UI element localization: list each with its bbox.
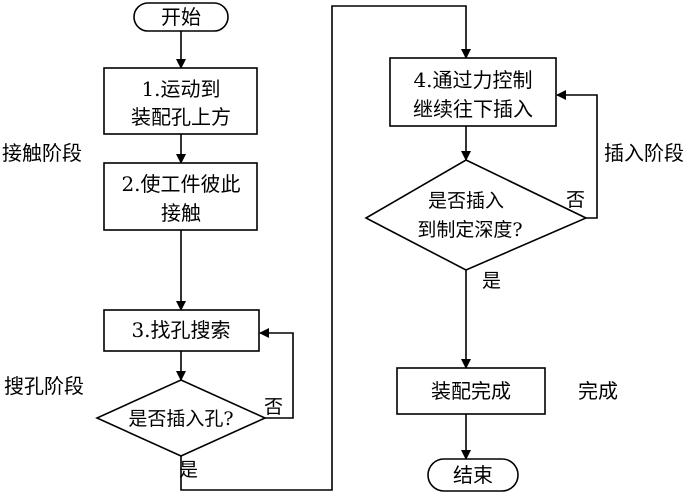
step3-box: 3.找孔搜索 <box>103 309 260 352</box>
connector-decision2-no-loop <box>556 90 598 219</box>
end-node: 结束 <box>427 458 519 492</box>
assembly-done-label: 装配完成 <box>431 379 511 403</box>
stage-search-label: 搜孔阶段 <box>4 374 84 398</box>
step4-label-line1: 4.通过力控制 <box>413 68 532 92</box>
step2-label-line1: 2.使工件彼此 <box>121 172 240 196</box>
decision1-no-label: 否 <box>264 396 283 418</box>
step4-label-line2: 继续往下插入 <box>413 97 533 121</box>
decision1-diamond: 是否插入孔? <box>95 379 267 457</box>
stage-complete-label: 完成 <box>578 379 618 403</box>
decision2-label-line1: 是否插入 <box>428 190 504 212</box>
start-node: 开始 <box>133 2 229 32</box>
assembly-done-box: 装配完成 <box>396 367 546 415</box>
step2-label-line2: 接触 <box>161 201 201 225</box>
connector-decision1-yes-to-step4 <box>180 5 471 491</box>
start-label: 开始 <box>161 5 201 29</box>
end-label: 结束 <box>453 463 493 487</box>
decision2-no-label: 否 <box>566 189 585 211</box>
decision2-diamond: 是否插入 到制定深度? <box>364 159 588 271</box>
decision2-yes-label: 是 <box>482 270 501 292</box>
step1-label-line1: 1.运动到 <box>141 77 220 101</box>
step4-box: 4.通过力控制 继续往下插入 <box>389 57 557 127</box>
stage-contact-label: 接触阶段 <box>2 141 82 165</box>
decision1-label: 是否插入孔? <box>128 408 233 430</box>
step1-label-line2: 装配孔上方 <box>131 105 231 129</box>
decision2-label-line2: 到制定深度? <box>417 219 522 241</box>
step1-box: 1.运动到 装配孔上方 <box>103 67 258 135</box>
step3-label: 3.找孔搜索 <box>131 318 230 342</box>
decision1-yes-label: 是 <box>179 459 198 481</box>
step2-box: 2.使工件彼此 接触 <box>103 162 258 231</box>
connector-decision1-no-loop <box>259 328 294 419</box>
stage-insert-label: 插入阶段 <box>604 141 684 165</box>
